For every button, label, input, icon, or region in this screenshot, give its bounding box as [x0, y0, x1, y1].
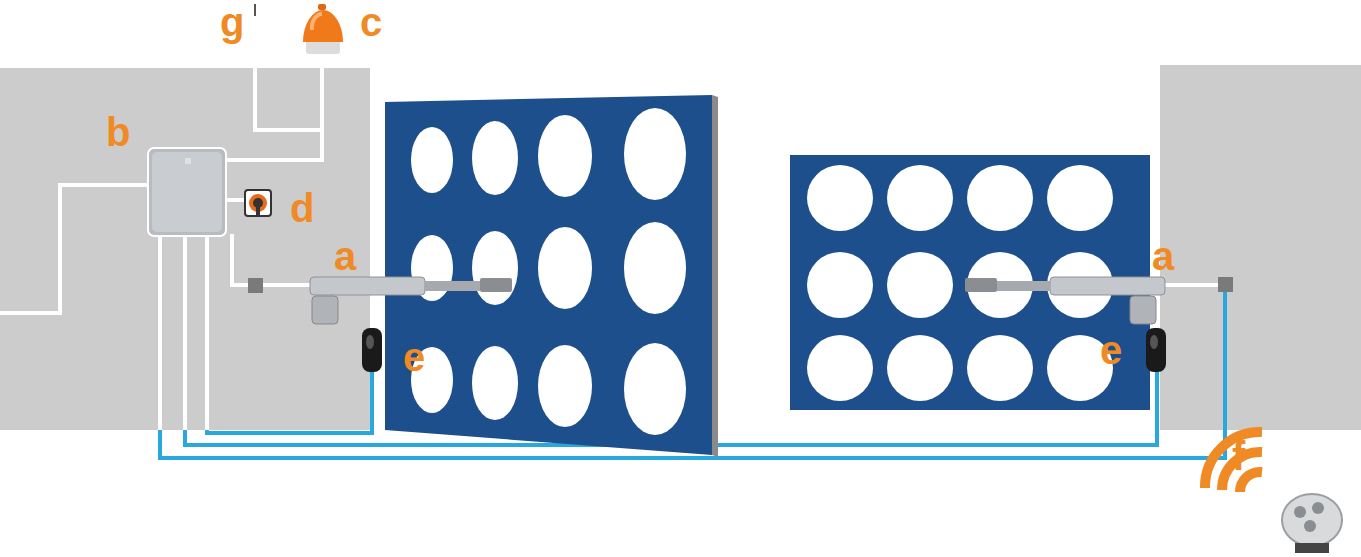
wires: [0, 14, 322, 432]
gate-hole: [472, 346, 518, 420]
right-actuator: [965, 277, 1165, 324]
gate-hole: [887, 335, 953, 401]
left-gate-leaf: [385, 95, 718, 457]
antenna: [254, 4, 256, 16]
key-switch: [245, 190, 271, 216]
control-unit: [148, 148, 226, 236]
junction-box: [1218, 277, 1233, 292]
gate-hole: [472, 231, 518, 305]
remote-control: [1205, 432, 1342, 553]
callout-letter: b: [106, 112, 130, 152]
flashing-light: [303, 4, 343, 54]
gate-hole: [538, 115, 592, 197]
callout-letter: a: [334, 236, 356, 276]
gate-hole: [807, 165, 873, 231]
gate-hole: [624, 222, 686, 314]
left-actuator: [310, 277, 512, 324]
gate-hole: [624, 108, 686, 200]
callout-letter: d: [290, 188, 314, 228]
callout-letter: c: [360, 2, 382, 42]
gate-holes: [411, 108, 1113, 435]
gate-hole: [967, 165, 1033, 231]
gate-hole: [411, 127, 453, 193]
callout-letter: f: [1232, 436, 1245, 476]
callout-letter: e: [403, 337, 425, 377]
photocell: [1146, 328, 1166, 372]
photocell: [362, 328, 382, 372]
gate-hole: [1047, 165, 1113, 231]
callout-letter: e: [1100, 330, 1122, 370]
gate-hole: [624, 343, 686, 435]
junction-box: [248, 278, 263, 293]
gate-hole: [538, 345, 592, 427]
gate-hole: [967, 335, 1033, 401]
gate-hole: [887, 252, 953, 318]
right-pillar: [1160, 65, 1361, 430]
gate-hole: [807, 335, 873, 401]
callout-letter: a: [1152, 236, 1174, 276]
gate-hole: [887, 165, 953, 231]
gate-hole: [472, 121, 518, 195]
gate-hole: [807, 252, 873, 318]
callout-letter: g: [220, 2, 244, 42]
gate-hole: [538, 227, 592, 309]
